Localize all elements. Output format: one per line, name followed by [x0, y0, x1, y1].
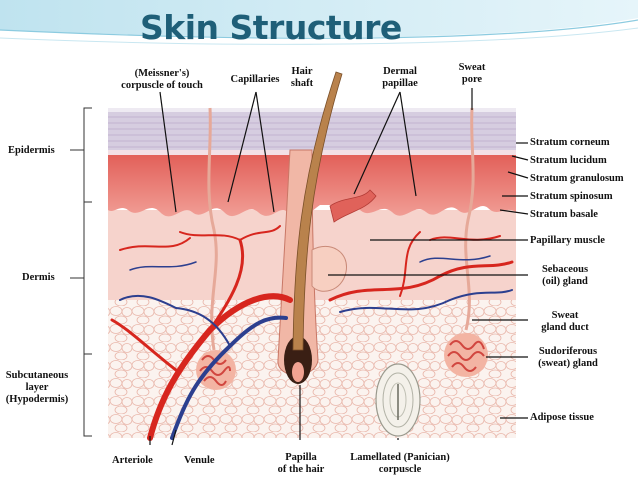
- label-sudoriferous-gland: Sudoriferous (sweat) gland: [530, 346, 606, 370]
- label-lamellated-corpuscle: Lamellated (Panician) corpuscle: [338, 452, 462, 476]
- label-meissner-line1: (Meissner's): [134, 68, 190, 79]
- label-subcutaneous: Subcutaneous layer (Hypodermis): [2, 370, 72, 406]
- label-subcutaneous-line3: (Hypodermis): [5, 394, 69, 405]
- label-sudoriferous-line1: Sudoriferous: [538, 346, 598, 357]
- label-stratum-spinosum: Stratum spinosum: [530, 191, 613, 202]
- label-sweat-duct-line2: gland duct: [541, 322, 589, 333]
- sweat-gland-left: [196, 350, 236, 390]
- label-sweat-pore: Sweat pore: [452, 62, 492, 86]
- label-epidermis: Epidermis: [8, 145, 55, 156]
- label-papillary-muscle: Papillary muscle: [530, 235, 605, 246]
- lamellated-corpuscle: [375, 363, 421, 437]
- label-sudoriferous-line2: (sweat) gland: [538, 358, 598, 369]
- label-pointers: [149, 88, 529, 446]
- label-papilla-line1: Papilla: [285, 452, 317, 463]
- arrector-pili-muscle: [329, 189, 377, 223]
- stratum-corneum-layer: [108, 108, 516, 150]
- label-sebaceous-line1: Sebaceous: [541, 264, 589, 275]
- veins: [119, 255, 513, 440]
- label-sweat-duct-line1: Sweat: [551, 310, 579, 321]
- label-hair-line1: Hair: [291, 66, 313, 77]
- label-adipose-tissue: Adipose tissue: [530, 412, 594, 423]
- hair-papilla: [292, 362, 304, 382]
- label-sebaceous-line2: (oil) gland: [542, 276, 588, 287]
- label-hair-shaft: Hair shaft: [284, 66, 320, 90]
- label-sweat-gland-duct: Sweat gland duct: [530, 310, 600, 334]
- label-subcutaneous-line1: Subcutaneous: [5, 370, 69, 381]
- label-arteriole: Arteriole: [112, 455, 153, 466]
- label-lamellated-line2: corpuscle: [378, 464, 422, 475]
- label-papilla-of-hair: Papilla of the hair: [266, 452, 336, 476]
- header-decoration: [0, 0, 638, 45]
- label-venule: Venule: [184, 455, 215, 466]
- label-dermal-line1: Dermal: [383, 66, 417, 77]
- label-lamellated-line1: Lamellated (Panician): [350, 452, 450, 463]
- label-sweat-pore-line1: Sweat: [458, 62, 486, 73]
- label-stratum-lucidum: Stratum lucidum: [530, 155, 607, 166]
- label-stratum-corneum: Stratum corneum: [530, 137, 610, 148]
- slide-title: Skin Structure: [140, 8, 402, 47]
- label-stratum-granulosum: Stratum granulosum: [530, 173, 624, 184]
- hair-bulb: [284, 336, 312, 384]
- sebaceous-gland: [311, 245, 347, 292]
- label-sebaceous-gland: Sebaceous (oil) gland: [530, 264, 600, 288]
- label-meissner-corpuscle: (Meissner's) corpuscle of touch: [112, 68, 212, 92]
- label-subcutaneous-line2: layer: [25, 382, 49, 393]
- layer-brackets: [70, 107, 92, 437]
- label-capillaries: Capillaries: [230, 74, 280, 85]
- sweat-gland-right: [444, 333, 488, 377]
- sweat-duct-right: [464, 107, 475, 331]
- label-dermal-papillae: Dermal papillae: [370, 66, 430, 90]
- label-meissner-line2: corpuscle of touch: [121, 80, 203, 91]
- label-dermis: Dermis: [22, 272, 55, 283]
- label-stratum-basale: Stratum basale: [530, 209, 598, 220]
- hair-shaft: [292, 71, 343, 351]
- label-hair-line2: shaft: [290, 78, 314, 89]
- label-dermal-line2: papillae: [382, 78, 418, 89]
- label-sweat-pore-line2: pore: [461, 74, 483, 85]
- arteries: [110, 225, 514, 441]
- label-papilla-line2: of the hair: [277, 464, 325, 475]
